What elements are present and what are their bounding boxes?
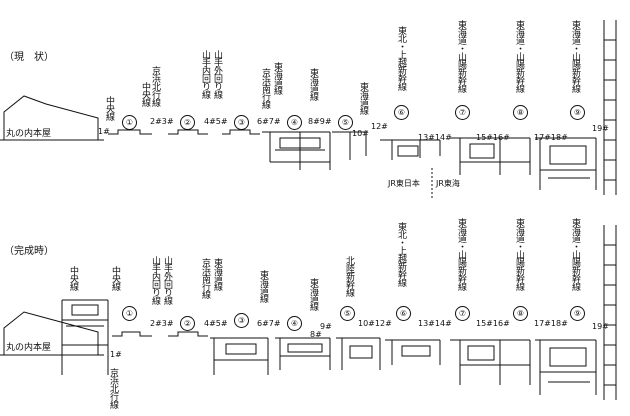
completed-platform-number: ⑦: [455, 306, 470, 321]
completed-line-label: 東海道・山陽新幹線: [514, 218, 524, 290]
current-line-label: 山手内回り線: [200, 50, 210, 98]
current-platform-number: ①: [122, 115, 137, 130]
current-platform-number: ④: [287, 115, 302, 130]
current-platform-number: ②: [180, 115, 195, 130]
building-label-completed: 丸の内本屋: [6, 343, 52, 353]
completed-track-number: 17#18#: [534, 319, 568, 328]
completed-line-label: 東海道線: [308, 278, 318, 310]
completed-platform-number: ①: [122, 306, 137, 321]
completed-line-label: 東海道線: [258, 270, 268, 302]
current-line-label: 東北・上越新幹線: [396, 26, 406, 90]
current-track-number: 17#18#: [534, 133, 568, 142]
completed-platform-number: ⑤: [340, 306, 355, 321]
completed-line-label: 東北・上越新幹線: [396, 222, 406, 286]
completed-line-label: 北陸新幹線: [344, 256, 354, 296]
section-title-completed: （完成時）: [4, 246, 54, 257]
current-track-number: 6#7#: [257, 117, 281, 126]
completed-line-label: 中央線: [68, 266, 78, 290]
completed-track-number: 4#5#: [204, 319, 228, 328]
completed-platform-number: ③: [234, 313, 249, 328]
completed-line-label: 京浜北行線: [108, 368, 118, 408]
boundary-label-jr-central: JR東海: [436, 179, 460, 188]
current-platform-number: ⑥: [394, 105, 409, 120]
current-track-number: 1#: [98, 127, 110, 136]
current-track-number: 19#: [592, 124, 609, 133]
completed-track-number: 19#: [592, 322, 609, 331]
current-line-label: 東海道・山陽新幹線: [570, 20, 580, 92]
current-track-number: 13#14#: [418, 133, 452, 142]
current-track-number: 8#9#: [308, 117, 332, 126]
completed-track-number: 8#: [310, 330, 322, 339]
building-label-current: 丸の内本屋: [6, 129, 52, 139]
current-track-number: 2#3#: [150, 117, 174, 126]
current-track-number: 4#5#: [204, 117, 228, 126]
completed-track-number: 10#12#: [358, 319, 392, 328]
completed-line-label: 京浜南行線: [200, 258, 210, 298]
current-platform-number: ⑦: [455, 105, 470, 120]
completed-platform-number: ⑧: [513, 306, 528, 321]
completed-track-number: 2#3#: [150, 319, 174, 328]
current-platform-number: ⑤: [338, 115, 353, 130]
completed-line-label: 東海道・山陽新幹線: [570, 218, 580, 290]
section-title-current: （現 状）: [4, 52, 54, 63]
completed-track-number: 1#: [110, 350, 122, 359]
current-line-label: 東海道線: [272, 62, 282, 94]
completed-track-number: 13#14#: [418, 319, 452, 328]
current-line-label: 中央線: [140, 82, 150, 106]
current-platform-number: ⑨: [570, 105, 585, 120]
current-line-label: 東海道・山陽新幹線: [456, 20, 466, 92]
current-line-label: 京浜南行線: [260, 68, 270, 108]
current-line-label: 東海道・山陽新幹線: [514, 20, 524, 92]
completed-line-label: 東海道線: [212, 258, 222, 290]
completed-track-number: 9#: [320, 322, 332, 331]
current-platform-number: ③: [234, 115, 249, 130]
completed-line-label: 東海道・山陽新幹線: [456, 218, 466, 290]
current-track-number: 12#: [371, 122, 388, 131]
completed-line-label: 中央線: [110, 266, 120, 290]
completed-track-number: 6#7#: [257, 319, 281, 328]
completed-track-number: 15#16#: [476, 319, 510, 328]
current-line-label: 東海道線: [308, 68, 318, 100]
current-track-number: 10#: [352, 129, 369, 138]
completed-platform-number: ⑥: [396, 306, 411, 321]
completed-platform-number: ⑨: [570, 306, 585, 321]
current-platform-number: ⑧: [513, 105, 528, 120]
current-line-label: 山手外回り線: [212, 50, 222, 98]
current-line-label: 中央線: [104, 96, 114, 120]
completed-platform-number: ④: [287, 316, 302, 331]
current-track-number: 15#16#: [476, 133, 510, 142]
completed-line-label: 山手外回り線: [162, 256, 172, 304]
current-line-label: 東海道線: [358, 82, 368, 114]
boundary-label-jr-east: JR東日本: [388, 179, 420, 188]
completed-platform-number: ②: [180, 316, 195, 331]
completed-line-label: 山手内回り線: [150, 256, 160, 304]
current-line-label: 京浜北行線: [150, 66, 160, 106]
